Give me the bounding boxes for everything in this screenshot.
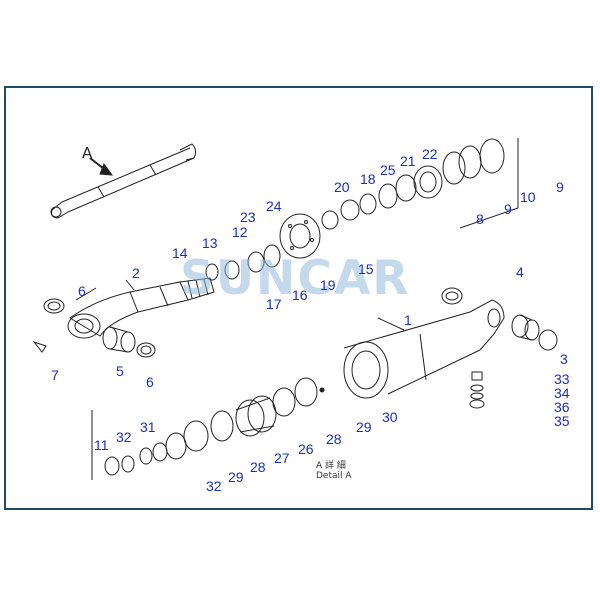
part-label: 19: [320, 277, 336, 293]
part-label: 13: [202, 235, 218, 251]
piston-rod: [67, 277, 215, 339]
part-label: 2: [132, 265, 140, 281]
part-label: 11: [94, 437, 109, 453]
part-label: 21: [400, 153, 416, 169]
detail-label-cjk: A 詳 細: [316, 461, 346, 471]
part-label: 3: [560, 351, 568, 367]
bushing-5: [102, 326, 136, 353]
part-label: 17: [266, 296, 282, 312]
part-label: 1: [404, 312, 412, 328]
piston-stack: [91, 377, 325, 480]
part-label: 23: [240, 209, 256, 225]
part-label: 10: [520, 189, 536, 205]
seal-6a: [43, 298, 65, 314]
part-label: 34: [554, 385, 570, 401]
part-label: 14: [172, 245, 188, 261]
cylinder-tube: [343, 299, 505, 399]
part-label: 29: [356, 419, 372, 435]
part-label: 24: [266, 198, 282, 214]
part-label: 32: [116, 429, 132, 445]
part-label: 9: [556, 179, 564, 195]
part-label: 8: [476, 211, 484, 227]
part-label: 6: [78, 283, 86, 299]
part-label: 25: [380, 162, 396, 178]
part-label: 27: [274, 450, 290, 466]
part-label: 22: [422, 146, 438, 162]
seal-4: [441, 287, 463, 305]
fitting-7: [32, 340, 47, 353]
part-label: 30: [382, 409, 398, 425]
part-label: 29: [228, 469, 244, 485]
cylinder-head: [279, 213, 321, 259]
part-label: 26: [298, 441, 314, 457]
part-label: 31: [140, 419, 156, 435]
watermark-text: SUNCAR: [180, 251, 411, 306]
part-label: 18: [360, 171, 376, 187]
seal-6b: [136, 342, 156, 358]
part-label: 9: [504, 201, 512, 217]
part-label: 5: [116, 363, 124, 379]
part-label: 20: [334, 179, 350, 195]
detail-label: Detail A: [316, 471, 352, 481]
seal-3: [538, 329, 558, 351]
part-label: 6: [146, 374, 154, 390]
overview-cylinder: [50, 143, 197, 219]
view-marker: A: [82, 144, 93, 162]
part-label: 12: [232, 224, 248, 240]
view-arrowhead: [99, 162, 114, 176]
part-label: 36: [554, 399, 570, 415]
part-label: 16: [292, 287, 308, 303]
part-label: 4: [516, 264, 524, 280]
part-label: 35: [554, 413, 570, 429]
part-label: 28: [250, 459, 266, 475]
part-label: 33: [554, 371, 570, 387]
part-label: 7: [51, 367, 59, 383]
part-label: 28: [326, 431, 342, 447]
diagram-frame: [4, 86, 593, 510]
part-label: 15: [358, 261, 374, 277]
part-label: 32: [206, 478, 222, 494]
